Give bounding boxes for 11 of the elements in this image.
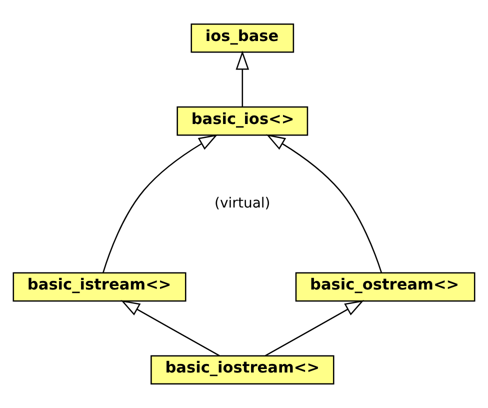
node-box: basic_istream<> <box>12 272 186 302</box>
node-box: basic_ios<> <box>176 106 308 136</box>
arrow <box>102 134 218 273</box>
arrow <box>236 50 250 107</box>
arrow <box>265 300 364 356</box>
label: (virtual) <box>214 196 270 212</box>
arrow <box>266 134 382 273</box>
node-box: ios_base <box>190 23 294 53</box>
arrow <box>120 300 220 356</box>
node-box: basic_iostream<> <box>150 355 334 385</box>
node-box: basic_ostream<> <box>295 272 476 302</box>
